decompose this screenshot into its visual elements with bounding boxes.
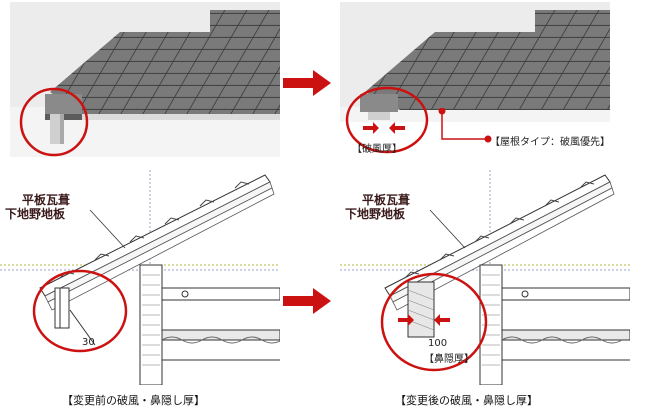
callout-leader-line <box>438 108 492 143</box>
highlight-circle <box>345 86 429 154</box>
sheathing-label: 下地野地板 <box>5 207 66 221</box>
right-arrow-icon <box>283 70 331 96</box>
dimension-value: 30 <box>82 337 95 348</box>
section-diagram-before <box>0 170 280 385</box>
sheathing-label: 下地野地板 <box>345 207 406 221</box>
dimension-value: 100 <box>428 338 448 349</box>
highlight-circle <box>380 272 488 372</box>
roof-3d-after <box>340 2 610 122</box>
highlight-circle <box>32 269 128 353</box>
dimension-tag: 【鼻隠厚】 <box>424 354 474 365</box>
roof-material-label: 平板瓦葺 <box>362 193 411 207</box>
roof-3d-before <box>10 2 280 157</box>
highlight-circle <box>19 87 89 157</box>
caption-before: 【変更前の破風・鼻隠し厚】 <box>62 394 205 407</box>
caption-after: 【変更後の破風・鼻隠し厚】 <box>395 394 538 407</box>
right-arrow-icon <box>283 288 331 314</box>
section-diagram-after <box>340 170 630 385</box>
callout-roof-type: 【屋根タイプ：破風優先】 <box>490 137 610 148</box>
callout-hafuatsu: 【破風厚】 <box>352 144 402 155</box>
roof-material-label: 平板瓦葺 <box>22 193 71 207</box>
